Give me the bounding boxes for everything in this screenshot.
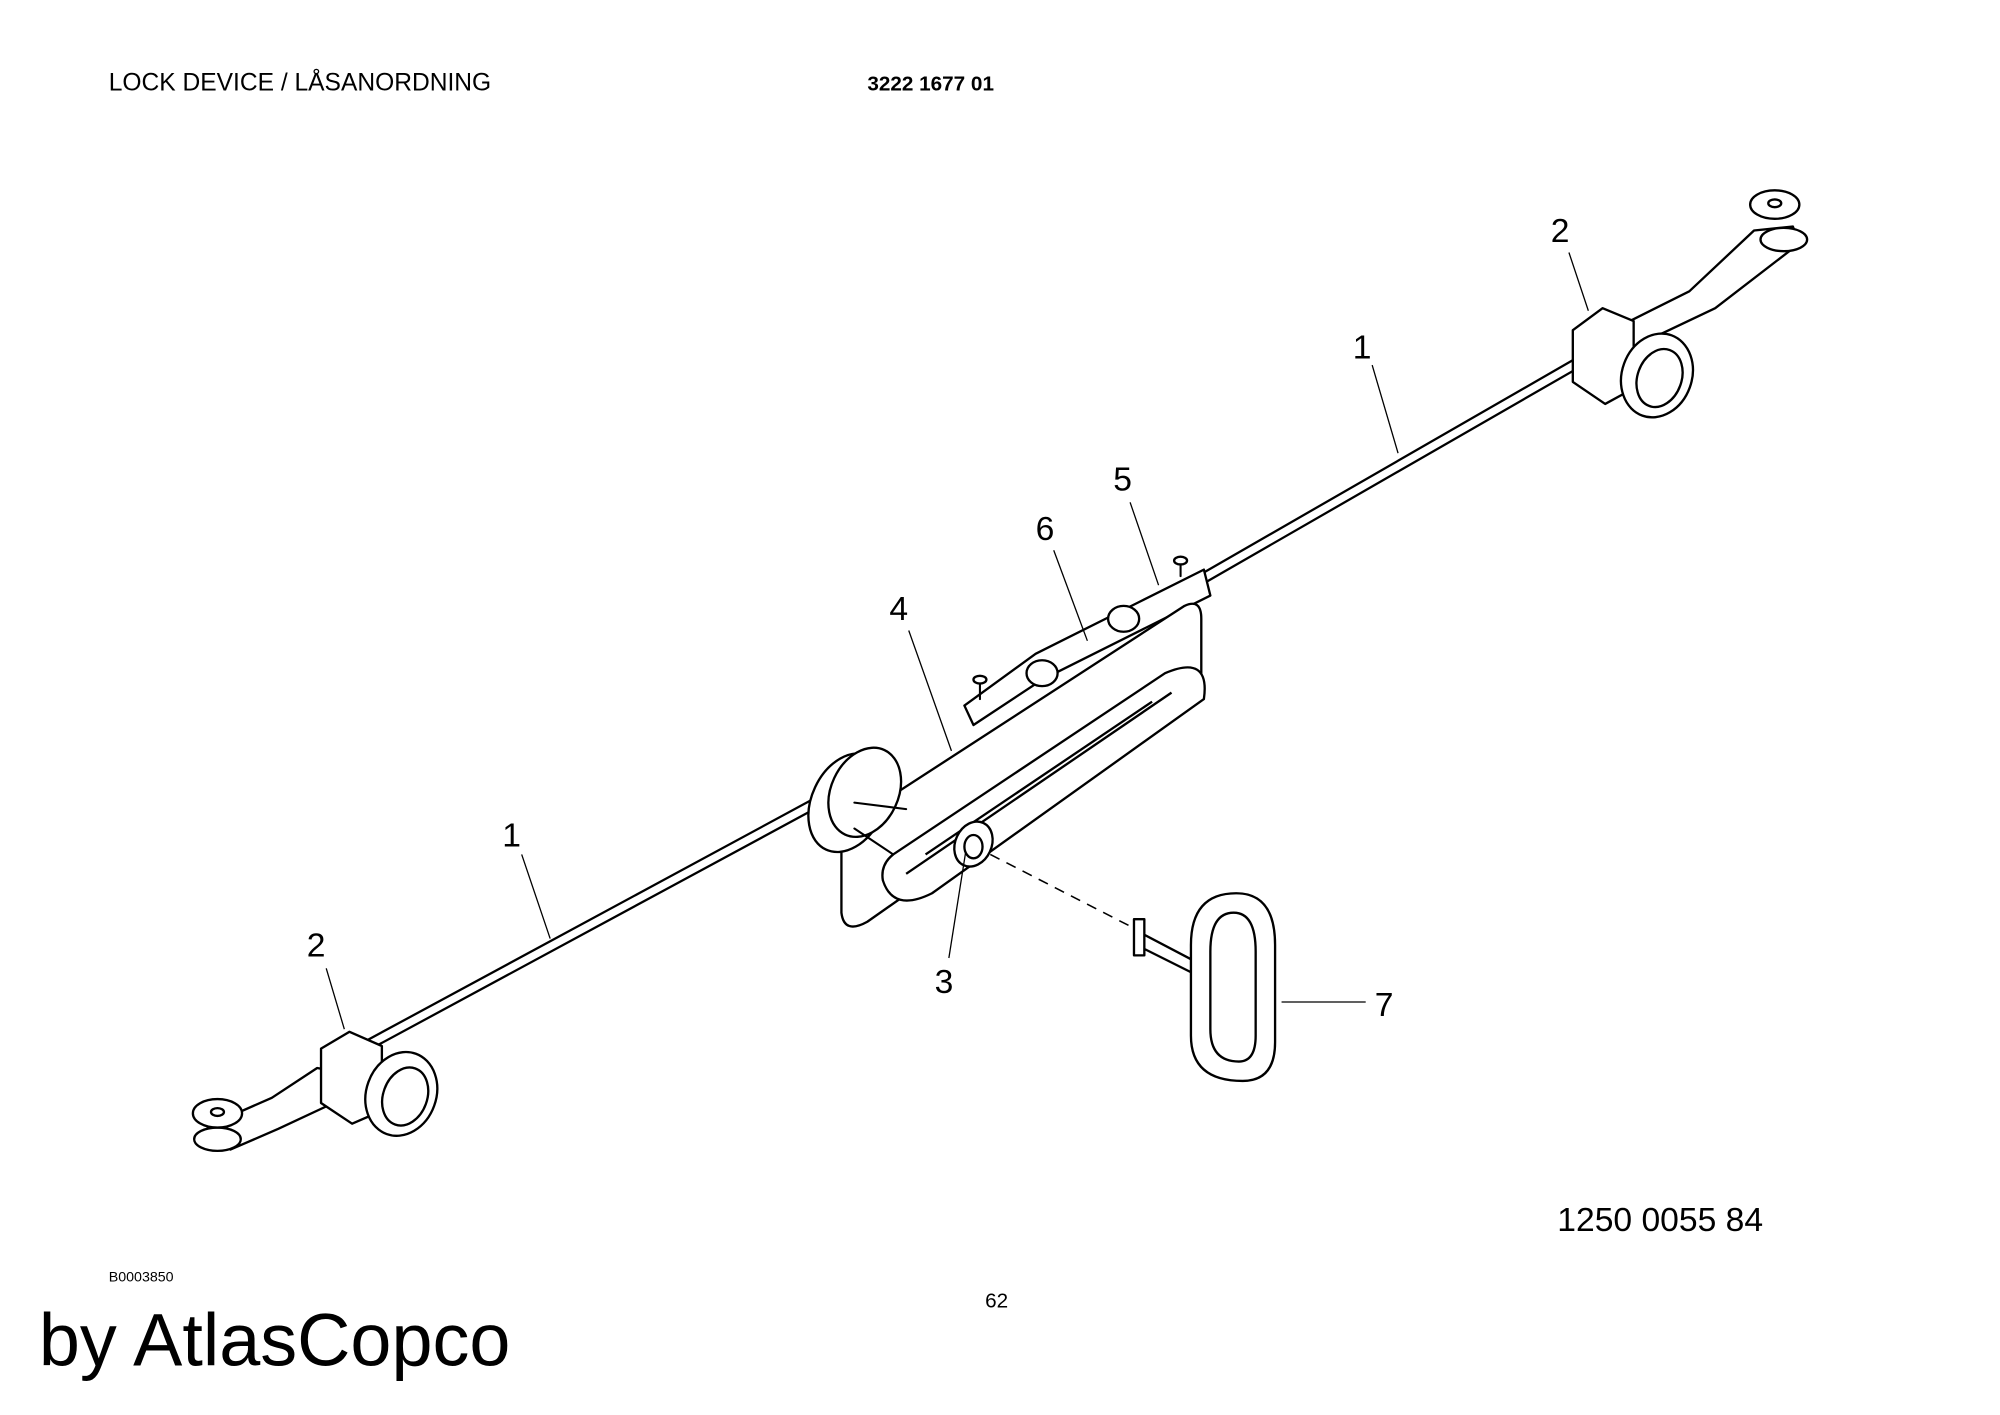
key (1132, 892, 1277, 1083)
callout-6: 6 (1036, 511, 1055, 548)
key-path-dashed-line (989, 853, 1137, 931)
callout-2-left: 2 (307, 928, 326, 965)
page-number: 62 (985, 1290, 1008, 1313)
callout-4: 4 (889, 591, 908, 628)
lock-body (807, 602, 1206, 928)
callout-5: 5 (1113, 462, 1132, 499)
leader-lines (325, 252, 1589, 1030)
watermark: by AtlasCopco (39, 1299, 511, 1382)
collar-left (319, 1030, 439, 1137)
crank-left (191, 1066, 354, 1153)
part-number: 1250 0055 84 (1557, 1202, 1763, 1239)
callout-7: 7 (1375, 987, 1394, 1024)
rod-left (343, 790, 835, 1061)
image-code: B0003850 (109, 1270, 174, 1286)
callout-2-right: 2 (1551, 213, 1570, 250)
callout-1-left: 1 (502, 818, 521, 855)
callout-1-right: 1 (1353, 330, 1372, 367)
collar-right (1571, 306, 1695, 419)
rod-right (1178, 341, 1612, 595)
callout-3: 3 (935, 964, 954, 1001)
link-pins (963, 555, 1212, 727)
drawing-number: 3222 1677 01 (867, 73, 994, 96)
page-title: LOCK DEVICE / LÅSANORDNING (109, 69, 491, 97)
crank-right (1623, 189, 1809, 349)
